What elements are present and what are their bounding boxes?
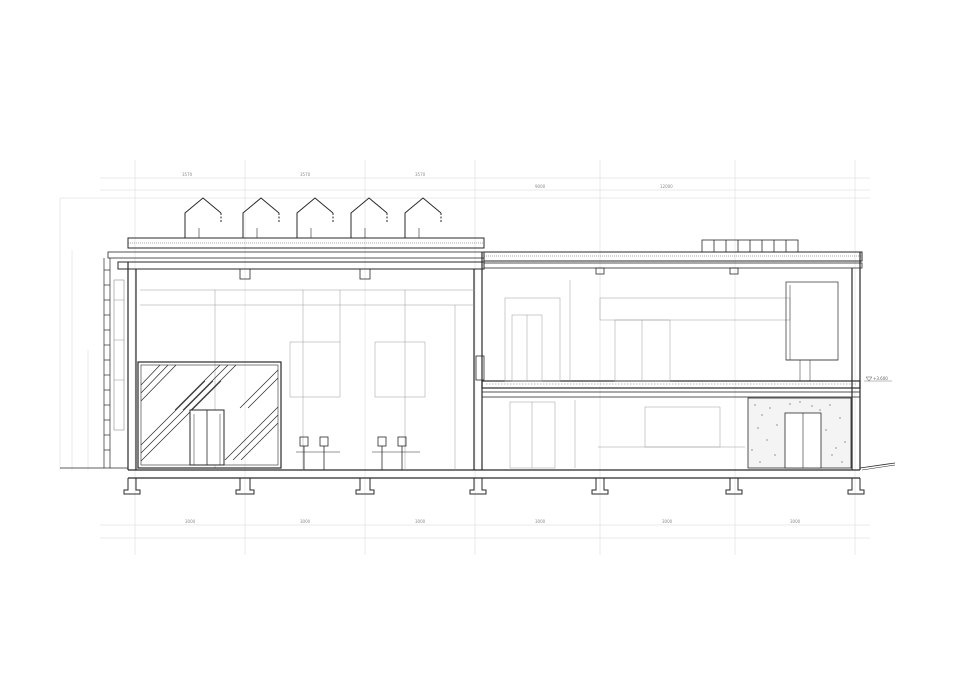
grid-lines <box>59 160 870 555</box>
roof-slabs <box>107 237 863 280</box>
exterior-ladder <box>103 258 125 468</box>
dim-bottom-5: 3000 <box>662 519 673 524</box>
bar-stools <box>296 436 420 470</box>
dim-bottom-4: 3000 <box>535 519 546 524</box>
dimension-labels: 3570 3570 3570 9000 12000 3000 3000 3000… <box>182 172 801 524</box>
dim-bottom-3: 3000 <box>415 519 426 524</box>
dim-bottom-1: 3000 <box>185 519 196 524</box>
dim-bottom-6: 3000 <box>790 519 801 524</box>
dim-top-2: 3570 <box>300 172 311 177</box>
upper-floor-elevation <box>504 280 839 382</box>
rooftop-equipment <box>701 239 799 253</box>
ground-floor-elevation <box>509 400 745 469</box>
dim-top-4: 9000 <box>535 184 546 189</box>
glazed-box <box>137 361 282 469</box>
level-marker: +3.600 <box>864 376 892 382</box>
dim-top-5: 12000 <box>660 184 673 189</box>
ground-line <box>60 462 896 471</box>
roof-lanterns <box>184 197 442 238</box>
building-structure <box>127 252 861 479</box>
dim-top-1: 3570 <box>182 172 193 177</box>
dim-bottom-2: 3000 <box>300 519 311 524</box>
dim-top-3: 3570 <box>415 172 426 177</box>
concrete-room <box>747 397 852 469</box>
level-label: +3.600 <box>873 376 888 381</box>
foundations <box>123 478 865 495</box>
hall-elevation <box>140 289 474 470</box>
